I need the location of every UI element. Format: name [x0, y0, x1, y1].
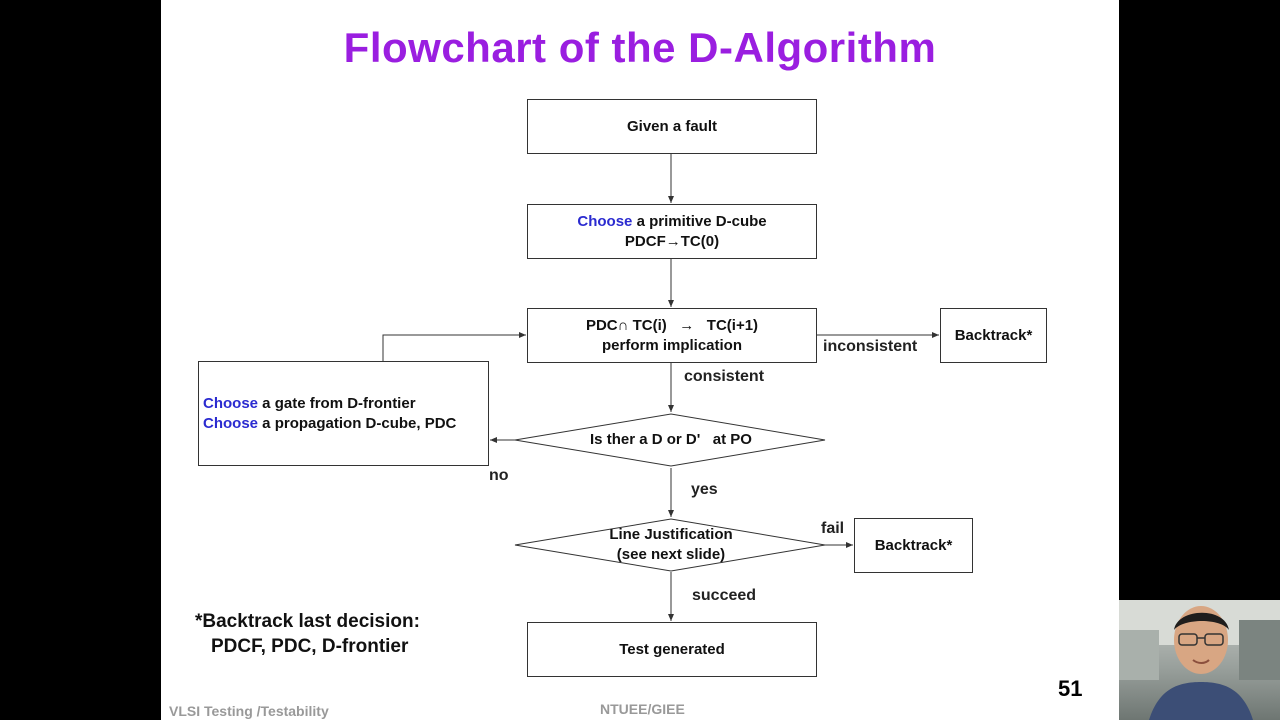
- box-intersect-implication: PDC∩ TC(i) → TC(i+1) perform implication: [527, 308, 817, 363]
- box-test-generated: Test generated: [527, 622, 817, 677]
- box-backtrack-bottom: Backtrack*: [854, 518, 973, 573]
- decision-diamond-po: [514, 413, 826, 467]
- box-choose-primitive: Choose a primitive D-cube PDCF→TC(0): [527, 204, 817, 259]
- line-just-line2: (see next slide): [616, 546, 726, 563]
- presenter-webcam: [1119, 600, 1280, 720]
- box-choose-gate: Choose a gate from D-frontier Choose a p…: [198, 361, 489, 466]
- primitive-line1: a primitive D-cube: [632, 212, 767, 230]
- box-given-fault: Given a fault: [527, 99, 817, 154]
- presenter-image: [1119, 600, 1280, 720]
- page-number: 51: [1058, 676, 1083, 701]
- given-fault-text: Given a fault: [626, 117, 718, 135]
- footer-institution: NTUEE/GIEE: [600, 701, 685, 717]
- choose-gate-line2: a propagation D-cube, PDC: [258, 414, 457, 432]
- label-inconsistent: inconsistent: [823, 338, 918, 355]
- flowchart-connectors: [382, 126, 939, 621]
- label-fail: fail: [821, 520, 845, 537]
- note-line2: PDCF, PDC, D-frontier: [211, 636, 409, 657]
- test-generated-text: Test generated: [619, 640, 725, 658]
- footer-course: VLSI Testing /Testability: [169, 703, 329, 719]
- slide: Flowchart of the D-Algorithm Given a fau…: [161, 0, 1119, 720]
- box-backtrack-top: Backtrack*: [940, 308, 1047, 363]
- backtrack-top-text: Backtrack*: [954, 326, 1033, 344]
- label-no: no: [489, 467, 509, 484]
- intersect-line2: perform implication: [601, 336, 743, 354]
- intersect-line1: PDC∩ TC(i) → TC(i+1): [585, 316, 759, 334]
- decision-line-justification-text: Line Justification (see next slide): [571, 525, 771, 565]
- label-consistent: consistent: [684, 368, 765, 385]
- choose-gate-line1: a gate from D-frontier: [258, 394, 416, 412]
- choose-keyword: Choose: [577, 212, 633, 230]
- decision-diamond-line-justification: [514, 518, 826, 572]
- slide-title: Flowchart of the D-Algorithm: [343, 24, 937, 71]
- backtrack-note: *Backtrack last decision: PDCF, PDC, D-f…: [195, 609, 420, 659]
- backtrack-bottom-text: Backtrack*: [874, 536, 953, 554]
- choose-keyword-2: Choose: [203, 414, 259, 432]
- label-succeed: succeed: [692, 587, 757, 604]
- primitive-line2: PDCF→TC(0): [624, 232, 720, 250]
- choose-keyword-1: Choose: [203, 394, 259, 412]
- note-line1: *Backtrack last decision:: [195, 611, 420, 632]
- decision-po-text: Is ther a D or D' at PO: [590, 431, 752, 448]
- label-yes: yes: [691, 481, 718, 498]
- line-just-line1: Line Justification: [609, 526, 733, 543]
